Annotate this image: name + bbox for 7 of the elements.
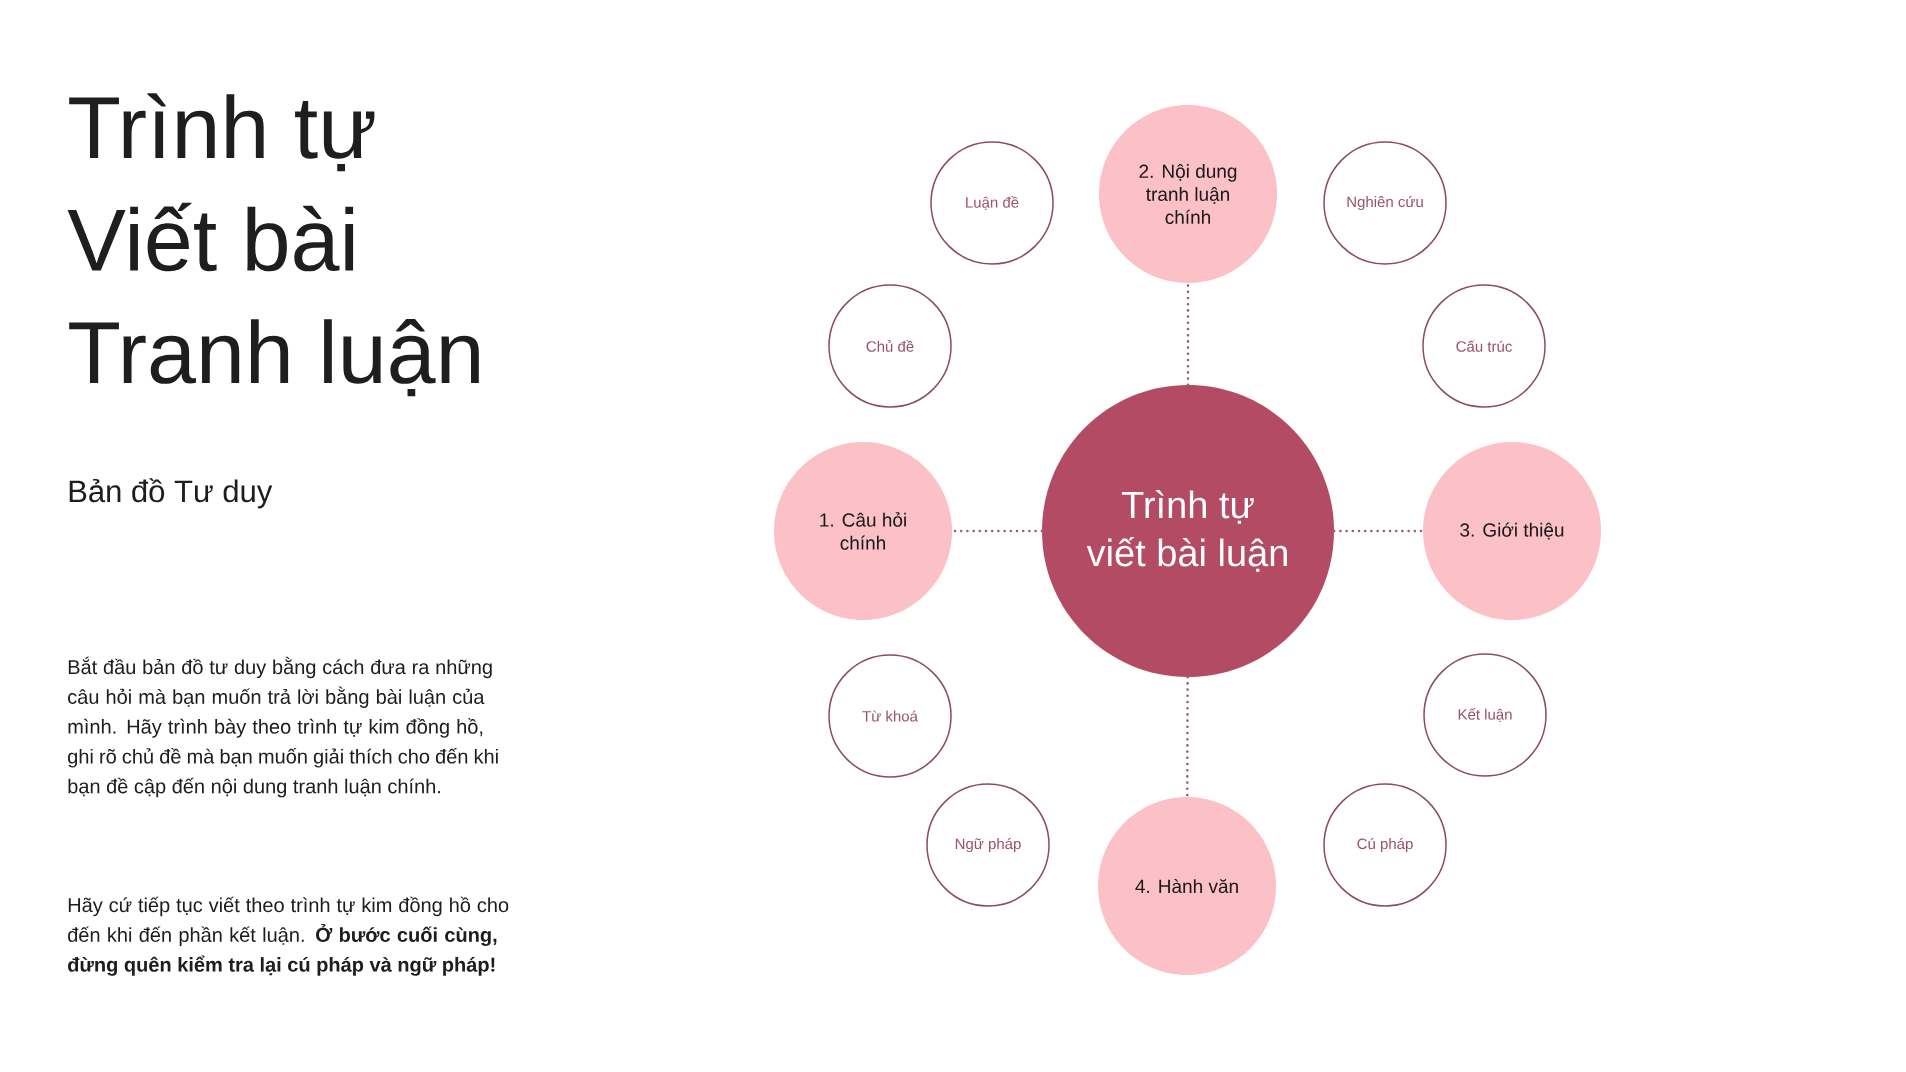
paragraph: Hãy cứ tiếp tục viết theo trình tự kim đồng hồ cho đến khi đến phần kết luận. Ở bước cuối cùng, đừng quên kiểm tra lại cú pháp và ngữ pháp!	[68, 896, 509, 976]
paragraph: Bắt đầu bản đồ tư duy bằng cách đưa ra những câu hỏi mà bạn muốn trả lời bằng bài luận của mình. Hãy trình bày theo trình tự kim đồng hồ, ghi rõ chủ đề mà bạn muốn giải thích cho đến khi bạn đề cập đến nội dung tranh luận chính.	[68, 656, 498, 798]
dotted-connector	[1332, 529, 1425, 533]
dotted-connector	[1186, 281, 1190, 387]
subheading: Bản đồ Tư duy	[69, 478, 273, 509]
dotted-connector	[1185, 675, 1189, 799]
heading: Trình tự Viết bài Tranh luận	[67, 93, 479, 397]
